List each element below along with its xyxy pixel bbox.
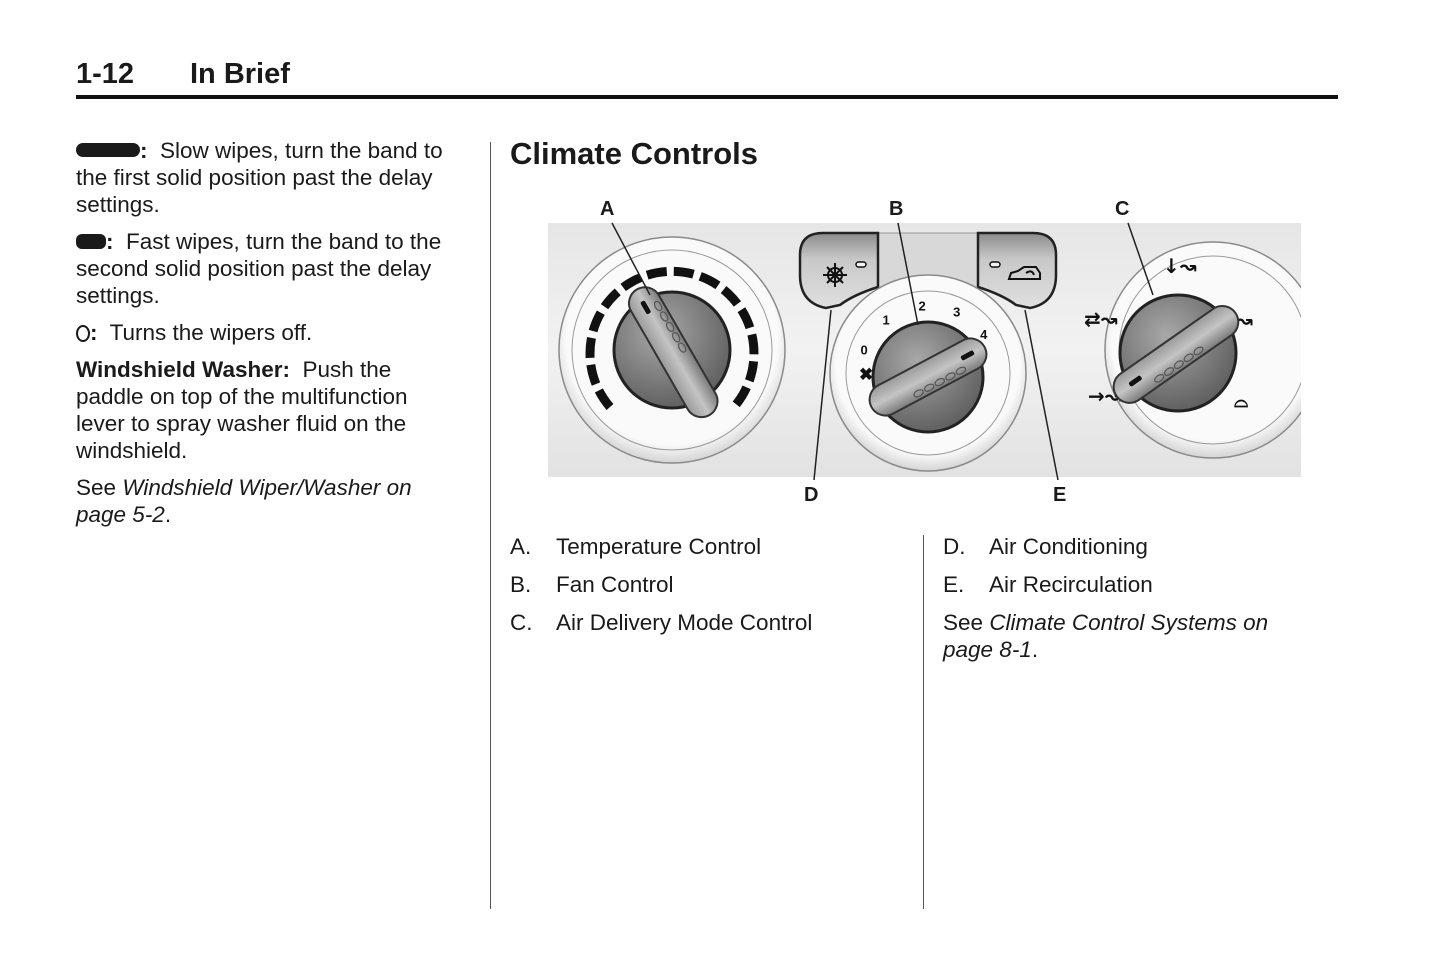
legend-label: Air Conditioning (989, 534, 1148, 559)
legend-divider (923, 535, 924, 909)
air-delivery-mode-knob[interactable]: ↓↝ ⇄↝ →↝ ↝ ⌓ (1084, 241, 1301, 459)
fan-speed-label-4: 4 (980, 327, 988, 342)
fan-speed-label-1: 1 (882, 312, 889, 327)
see-also-climate: See Climate Control Systems on page 8-1. (943, 609, 1323, 663)
callout-b: B (889, 198, 904, 220)
page-header: 1-12 In Brief (76, 58, 1338, 99)
wiper-reference-link[interactable]: Windshield Wiper/Washer on page 5-2 (76, 475, 412, 527)
leader-e (1024, 309, 1059, 481)
header-rule (76, 95, 1338, 99)
leader-c (1127, 222, 1154, 296)
floor-vent-icon: ↓↝ (1163, 254, 1197, 278)
legend-letter: A. (510, 534, 532, 559)
legend-label: Air Recirculation (989, 572, 1153, 597)
leader-a (611, 222, 651, 296)
leader-d (813, 309, 832, 481)
section-title: In Brief (190, 58, 290, 90)
fan-off-icon: ✖ (859, 365, 873, 384)
callout-a: A (600, 198, 615, 220)
column-divider (490, 142, 491, 909)
recirculation-car-icon (1007, 266, 1041, 280)
defrost-floor-icon: ↝ (1235, 308, 1253, 332)
colon: : (106, 229, 114, 254)
legend-letter: C. (510, 610, 533, 635)
fast-wipes-paragraph: : Fast wipes, turn the band to the secon… (76, 228, 456, 309)
ac-button[interactable] (798, 231, 880, 310)
climate-reference-link[interactable]: Climate Control Systems on page 8-1 (943, 610, 1269, 662)
callout-e: E (1053, 484, 1067, 506)
bi-level-vent-icon: ⇄↝ (1084, 307, 1118, 331)
legend-letter: B. (510, 572, 532, 597)
legend-label: Air Delivery Mode Control (556, 610, 813, 635)
temperature-knob[interactable] (558, 236, 786, 464)
legend-letter: E. (943, 572, 965, 597)
callout-c: C (1115, 198, 1130, 220)
colon: : (140, 138, 148, 163)
washer-paragraph: Windshield Washer: Push the paddle on to… (76, 356, 456, 464)
see-suffix: . (1031, 637, 1039, 662)
fan-knob[interactable]: ✖ (829, 274, 1027, 472)
see-prefix: See (943, 610, 984, 635)
fan-speed-label-2: 2 (918, 298, 925, 313)
fast-wipes-text: Fast wipes, turn the band to the second … (76, 229, 442, 308)
recirculation-indicator-light (989, 261, 1001, 268)
off-text: Turns the wipers off. (109, 320, 313, 345)
left-column: : Slow wipes, turn the band to the first… (76, 137, 456, 538)
fast-wipe-band-icon (76, 234, 106, 249)
recirculation-button[interactable] (976, 231, 1058, 310)
callout-d: D (804, 484, 819, 506)
see-also-wiper: See Windshield Wiper/Washer on page 5-2. (76, 474, 456, 528)
legend-label: Temperature Control (556, 534, 762, 559)
slow-wipes-text: Slow wipes, turn the band to the first s… (76, 138, 443, 217)
page-number: 1-12 (76, 58, 135, 90)
washer-text: Push the paddle on top of the multifunct… (76, 357, 408, 463)
windshield-defrost-icon: ⌓ (1234, 391, 1248, 412)
fan-speed-label-0: 0 (860, 343, 867, 358)
fan-speed-label-3: 3 (953, 304, 960, 319)
callout-leader-lines (611, 222, 1154, 481)
ac-indicator-light (855, 261, 867, 268)
see-suffix: . (164, 502, 172, 527)
temperature-scale-arc (585, 266, 759, 410)
slow-wipes-paragraph: : Slow wipes, turn the band to the first… (76, 137, 456, 218)
legend-letter: D. (943, 534, 966, 559)
off-paragraph: : Turns the wipers off. (76, 319, 456, 346)
fan-speed-labels: 0 1 2 3 4 (860, 298, 988, 357)
ac-snowflake-icon (823, 263, 847, 287)
slow-wipe-band-icon (76, 143, 140, 157)
washer-heading: Windshield Washer: (76, 357, 290, 382)
climate-controls-title: Climate Controls (510, 136, 759, 171)
colon: : (90, 320, 98, 345)
off-circle-icon (76, 325, 90, 342)
climate-controls-figure: ✖ ↓↝ ⇄↝ →↝ ↝ ⌓ (548, 195, 1301, 506)
leader-b (897, 222, 919, 326)
climate-panel-illustration: ✖ ↓↝ ⇄↝ →↝ ↝ ⌓ (548, 222, 1301, 481)
see-prefix: See (76, 475, 117, 500)
legend-label: Fan Control (556, 572, 674, 597)
